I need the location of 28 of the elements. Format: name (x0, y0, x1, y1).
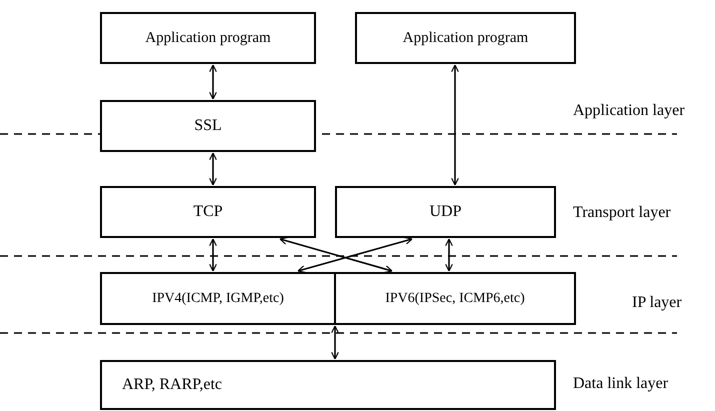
double-arrow (330, 325, 340, 360)
layer-label: Application layer (573, 102, 685, 120)
double-arrow (450, 64, 460, 186)
box-label: IPV6(IPSec, ICMP6,etc) (385, 290, 525, 306)
double-arrow (208, 64, 218, 100)
double-arrow (208, 238, 218, 272)
protocol-box (100, 100, 316, 152)
double-arrow (279, 237, 393, 273)
box-label: SSL (194, 117, 222, 135)
layer-label: IP layer (632, 294, 682, 312)
double-arrow (444, 238, 454, 272)
box-label: Application program (402, 30, 528, 46)
protocol-box (334, 272, 576, 325)
layer-label: Transport layer (573, 204, 671, 222)
protocol-box (335, 186, 556, 238)
box-label: ARP, RARP,etc (122, 376, 222, 394)
protocol-box (100, 360, 556, 410)
protocol-box (355, 12, 576, 64)
box-label: TCP (193, 203, 223, 221)
box-label: Application program (145, 30, 271, 46)
layer-label: Data link layer (573, 375, 668, 393)
protocol-box (100, 186, 316, 238)
protocol-box (100, 272, 336, 325)
box-label: IPV4(ICMP, IGMP,etc) (152, 290, 284, 306)
double-arrow (297, 236, 413, 274)
box-label: UDP (429, 203, 462, 221)
protocol-box (100, 12, 316, 64)
double-arrow (208, 152, 218, 186)
